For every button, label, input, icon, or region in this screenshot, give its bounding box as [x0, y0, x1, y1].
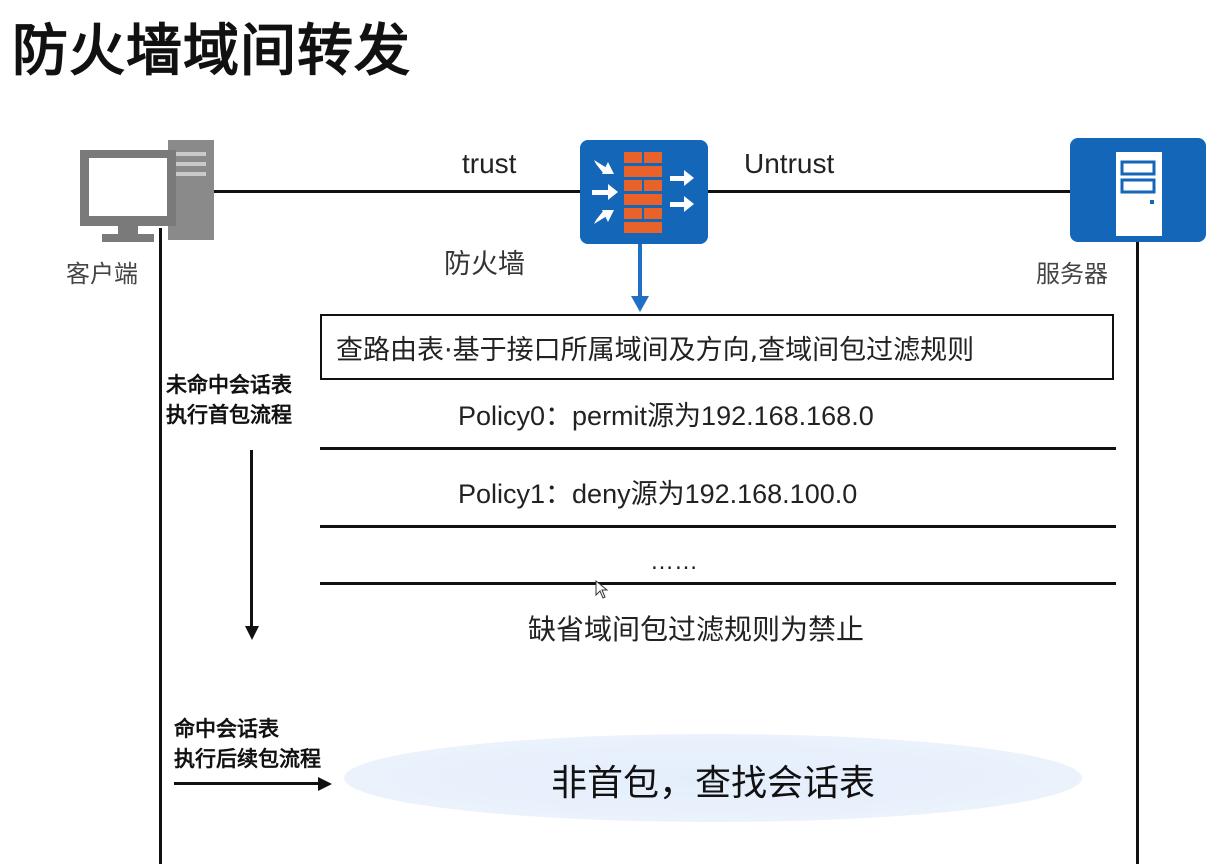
server-lifeline — [1136, 242, 1139, 864]
server-label: 服务器 — [1036, 260, 1108, 288]
client-lifeline — [159, 228, 162, 864]
subsequent-packet-right-arrow — [174, 774, 334, 794]
trust-zone-label: trust — [462, 148, 517, 179]
session-lookup-text: 非首包，查找会话表 — [550, 763, 875, 804]
policy-divider — [320, 525, 1116, 528]
subsequent-packet-note-line2: 执行后续包流程 — [174, 747, 321, 771]
firewall-to-lookup-arrow — [628, 244, 652, 314]
subsequent-packet-note: 命中会话表 执行后续包流程 — [174, 714, 321, 774]
computer-icon — [80, 140, 216, 244]
page-title: 防火墙域间转发 — [12, 19, 411, 84]
route-lookup-text: 查路由表·基于接口所属域间及方向,查域间包过滤规则 — [336, 335, 975, 366]
server-icon — [1070, 138, 1206, 242]
policy-divider — [320, 447, 1116, 450]
first-packet-note: 未命中会话表 执行首包流程 — [166, 370, 292, 430]
mouse-cursor-icon — [595, 579, 609, 600]
policy-divider — [320, 582, 1116, 585]
first-packet-note-line1: 未命中会话表 — [166, 373, 292, 397]
firewall-icon — [580, 140, 708, 244]
untrust-zone-label: Untrust — [744, 148, 835, 179]
first-packet-down-arrow — [242, 450, 262, 642]
default-rule-text: 缺省域间包过滤规则为禁止 — [528, 613, 865, 646]
firewall-label: 防火墙 — [444, 249, 525, 280]
policy-ellipsis: …… — [650, 548, 698, 575]
policy-0: Policy0：permit源为192.168.168.0 — [458, 401, 874, 431]
route-lookup-box: 查路由表·基于接口所属域间及方向,查域间包过滤规则 — [320, 314, 1114, 380]
policy-1: Policy1：deny源为192.168.100.0 — [458, 479, 858, 509]
client-label: 客户端 — [66, 260, 138, 288]
first-packet-note-line2: 执行首包流程 — [166, 403, 292, 427]
session-lookup-ellipse: 非首包，查找会话表 — [344, 734, 1082, 822]
subsequent-packet-note-line1: 命中会话表 — [174, 717, 279, 741]
